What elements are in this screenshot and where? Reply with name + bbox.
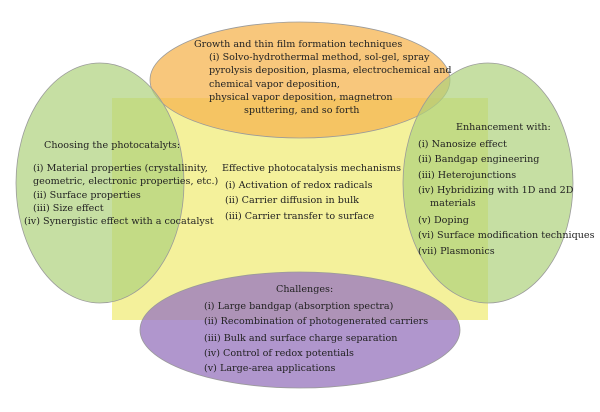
- right-line-3: (iii) Heterojunctions: [418, 169, 517, 181]
- top-title: Growth and thin film formation technique…: [194, 39, 403, 50]
- center-line-2: (ii) Carrier diffusion in bulk: [225, 195, 359, 207]
- left-line-1: (i) Material properties (crystallinity,: [33, 163, 208, 175]
- top-line-4: physical vapor deposition, magnetron: [209, 91, 393, 103]
- bottom-title: Challenges:: [276, 284, 334, 295]
- left-line-5: (iv) Synergistic effect with a cocatalys…: [24, 216, 214, 228]
- bottom-line-1: (i) Large bandgap (absorption spectra): [204, 301, 394, 313]
- right-line-2: (ii) Bandgap engineering: [418, 154, 540, 166]
- bottom-ellipse: [139, 271, 461, 389]
- left-block: Choosing the photocatalyts: (i) Material…: [24, 139, 218, 228]
- left-line-3: (ii) Surface properties: [33, 189, 141, 201]
- top-line-5: sputtering, and so forth: [244, 105, 360, 117]
- center-block: Effective photocatalysis mechanisms (i) …: [222, 162, 401, 223]
- left-line-4: (iii) Size effect: [33, 202, 104, 214]
- top-line-1: (i) Solvo-hydrothermal method, sol-gel, …: [209, 52, 430, 64]
- right-block: Enhancement with: (i) Nanosize effect (i…: [418, 121, 595, 258]
- right-line-6: (v) Doping: [418, 215, 469, 227]
- left-ellipse: [15, 62, 185, 304]
- top-line-2: pyrolysis deposition, plasma, electroche…: [209, 65, 452, 77]
- top-line-3: chemical vapor deposition,: [209, 78, 340, 90]
- center-line-1: (i) Activation of redox radicals: [225, 180, 373, 192]
- right-line-8: (vii) Plasmonics: [418, 245, 495, 257]
- bottom-line-5: (v) Large-area applications: [204, 363, 336, 375]
- left-line-2: geometric, electronic properties, etc.): [33, 176, 219, 188]
- center-title: Effective photocatalysis mechanisms: [222, 163, 402, 174]
- right-ellipse: [402, 62, 574, 304]
- center-line-3: (iii) Carrier transfer to surface: [225, 210, 375, 222]
- right-line-7: (vi) Surface modification techniques: [418, 230, 595, 242]
- left-title: Choosing the photocatalyts:: [44, 140, 181, 151]
- right-line-4: (iv) Hybridizing with 1D and 2D: [418, 184, 574, 196]
- bottom-line-3: (iii) Bulk and surface charge separation: [204, 332, 398, 344]
- bottom-block: Challenges: (i) Large bandgap (absorptio…: [204, 283, 428, 375]
- right-line-1: (i) Nanosize effect: [418, 139, 507, 151]
- right-line-5: materials: [430, 198, 476, 210]
- top-block: Growth and thin film formation technique…: [194, 38, 452, 117]
- bottom-line-4: (iv) Control of redox potentials: [204, 347, 354, 359]
- bottom-line-2: (ii) Recombination of photogenerated car…: [204, 316, 429, 328]
- right-title: Enhancement with:: [456, 122, 551, 133]
